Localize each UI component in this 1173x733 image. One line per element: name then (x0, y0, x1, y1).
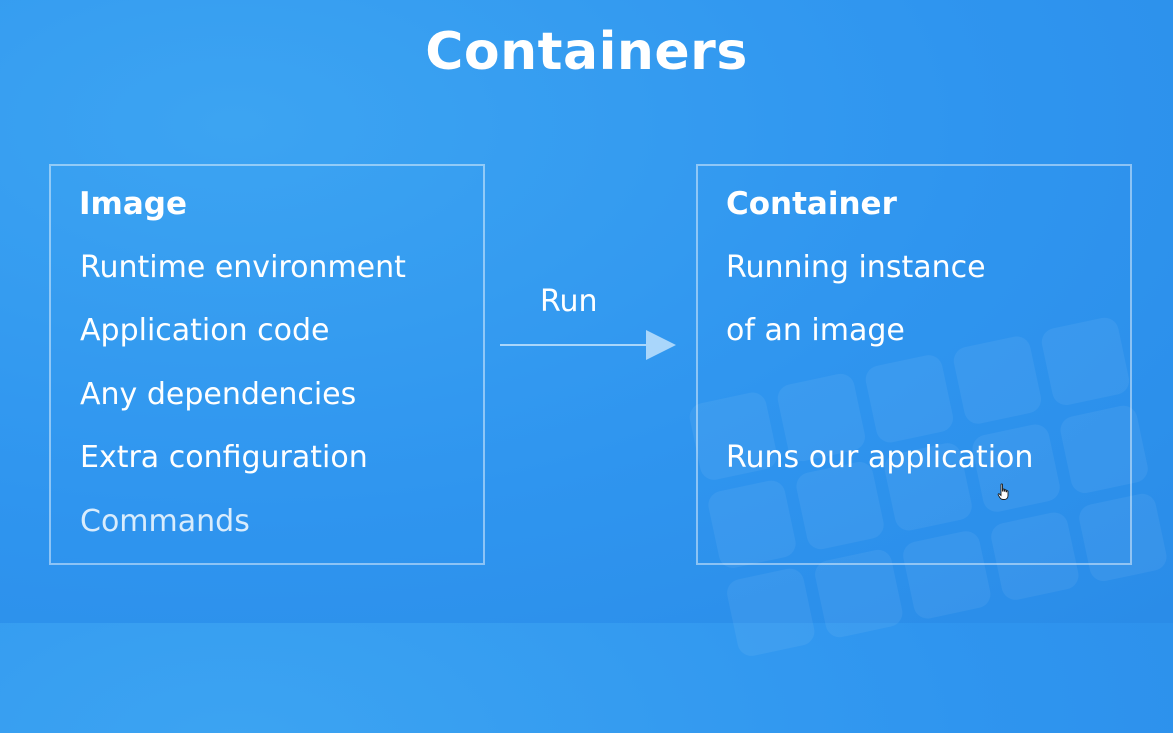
container-box-heading: Container (726, 186, 897, 222)
image-item-dependencies: Any dependencies (80, 377, 357, 412)
image-item-configuration: Extra configuration (80, 440, 368, 475)
run-arrow-label: Run (540, 284, 598, 319)
container-item-running-instance: Running instance (726, 250, 986, 285)
image-item-commands: Commands (80, 504, 250, 539)
container-item-of-an-image: of an image (726, 313, 905, 348)
hand-pointer-icon (997, 483, 1009, 500)
image-item-code: Application code (80, 313, 330, 348)
run-arrow-icon (500, 330, 676, 360)
image-box: Image Runtime environment Application co… (49, 164, 485, 565)
container-item-runs-application: Runs our application (726, 440, 1034, 475)
container-box: Container Running instance of an image R… (696, 164, 1132, 565)
slide-title: Containers (425, 22, 748, 82)
image-item-runtime: Runtime environment (80, 250, 406, 285)
image-box-heading: Image (79, 186, 187, 222)
